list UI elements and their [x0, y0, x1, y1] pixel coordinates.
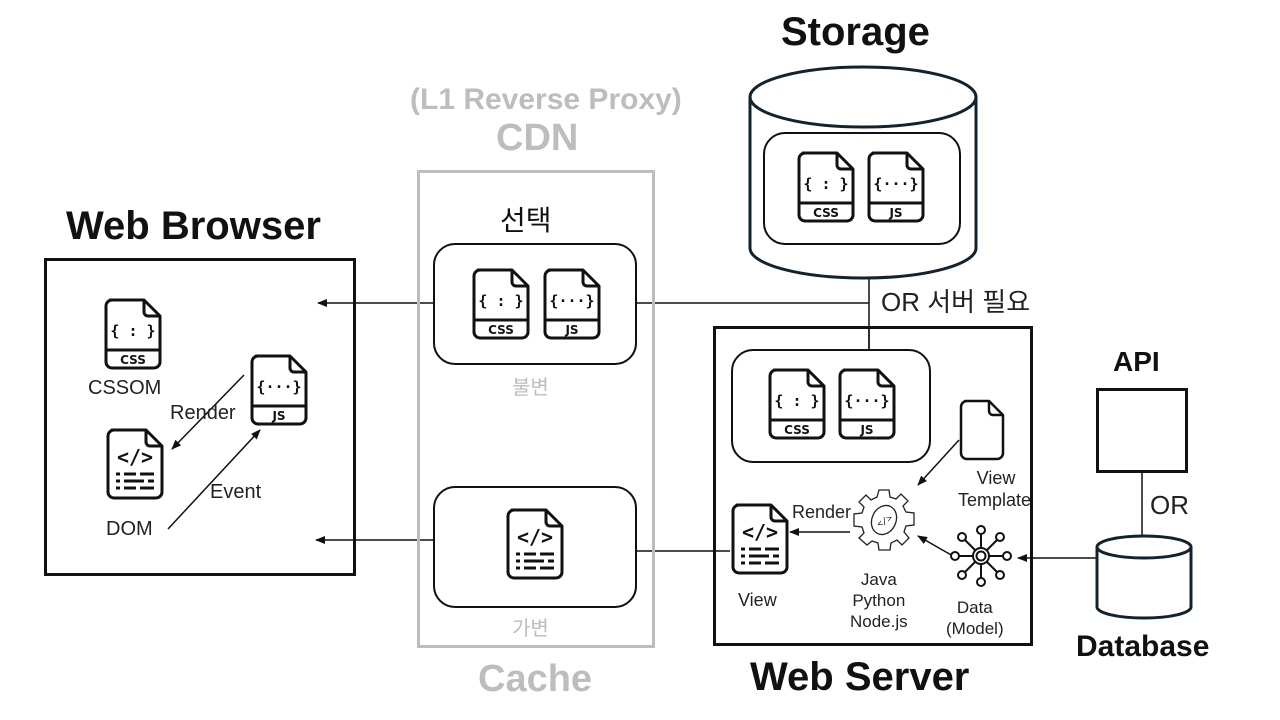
view-template-label-line2: Template	[958, 490, 1032, 510]
view-template-label-line1: View	[976, 468, 1016, 488]
svg-text:{···}: {···}	[873, 175, 918, 193]
server-static-assets-box	[731, 349, 931, 463]
storage-title: Storage	[781, 10, 930, 54]
svg-text:</>: </>	[117, 445, 153, 469]
arrow-template-to-engine	[917, 439, 960, 486]
js-file-icon: {···} JS	[250, 354, 308, 431]
data-network-icon	[950, 525, 1012, 587]
css-file-icon: { : } CSS	[104, 298, 162, 375]
css-file-icon: { : } CSS	[797, 151, 855, 228]
svg-text:</>: </>	[517, 525, 553, 549]
arrow-dom-event-js	[167, 429, 261, 530]
svg-text:{···}: {···}	[549, 292, 594, 310]
svg-text:JS: JS	[271, 409, 285, 423]
svg-text:CSS: CSS	[120, 353, 146, 367]
data-model-label: Data (Model)	[946, 597, 1004, 639]
css-file-icon: { : } CSS	[768, 368, 826, 445]
svg-text:JS: JS	[888, 206, 902, 220]
css-file-icon: { : } CSS	[472, 268, 530, 345]
svg-text:JS: JS	[859, 423, 873, 437]
database-cylinder	[1095, 534, 1193, 620]
view-template-label: View Template	[958, 467, 1031, 511]
html-file-icon: </>	[506, 508, 564, 585]
svg-text:JS: JS	[564, 323, 578, 337]
or-server-needed-label: OR 서버 필요	[881, 287, 1031, 317]
select-label: 선택	[500, 205, 552, 236]
svg-text:{···}: {···}	[844, 392, 889, 410]
engine-label-python: Python	[852, 591, 906, 610]
event-label: Event	[210, 481, 262, 503]
svg-text:{ : }: { : }	[803, 175, 848, 193]
engine-label-nodejs: Node.js	[850, 612, 908, 631]
svg-text:CSS: CSS	[488, 323, 514, 337]
storage-assets-box	[763, 132, 961, 245]
js-file-icon: {···} JS	[838, 368, 896, 445]
arrow-data-to-engine	[917, 535, 954, 557]
dom-label: DOM	[106, 518, 153, 540]
api-box	[1096, 388, 1188, 473]
data-label: Data	[956, 598, 993, 617]
arrow-js-render-dom	[171, 374, 245, 450]
svg-text:{ : }: { : }	[478, 292, 523, 310]
engine-label: Java Python Node.js	[850, 569, 908, 632]
view-label: View	[738, 590, 777, 610]
js-file-icon: {···} JS	[867, 151, 925, 228]
render-label-browser: Render	[170, 402, 236, 424]
mutable-label: 가변	[512, 618, 549, 640]
cdn-title: CDN	[496, 117, 579, 159]
cache-title: Cache	[478, 658, 593, 700]
svg-text:CSS: CSS	[813, 206, 839, 220]
svg-text:</>: </>	[742, 520, 778, 544]
svg-text:{···}: {···}	[256, 378, 301, 396]
svg-text:{ : }: { : }	[110, 322, 155, 340]
html-file-icon: </>	[106, 428, 164, 505]
web-browser-title: Web Browser	[66, 204, 321, 248]
svg-text:CSS: CSS	[784, 423, 810, 437]
api-title: API	[1113, 346, 1160, 377]
web-server-box	[713, 326, 1033, 646]
view-html-file-icon: </>	[731, 503, 789, 580]
database-title: Database	[1076, 630, 1210, 663]
or-label-api-database: OR	[1150, 490, 1189, 520]
svg-text:{ : }: { : }	[774, 392, 819, 410]
engine-label-java: Java	[860, 570, 897, 589]
web-server-title: Web Server	[750, 655, 970, 699]
cssom-label: CSSOM	[88, 377, 162, 399]
web-browser-box	[44, 258, 356, 576]
cdn-cache-box	[417, 170, 655, 648]
engine-gear-icon: </>	[853, 489, 915, 551]
cdn-subtitle: (L1 Reverse Proxy)	[410, 83, 682, 116]
view-template-file-icon	[959, 399, 1005, 461]
render-label-server: Render	[792, 502, 852, 522]
immutable-label: 불변	[512, 377, 549, 399]
model-label: (Model)	[946, 619, 1004, 638]
js-file-icon: {···} JS	[543, 268, 601, 345]
cdn-static-assets-box	[433, 243, 637, 365]
